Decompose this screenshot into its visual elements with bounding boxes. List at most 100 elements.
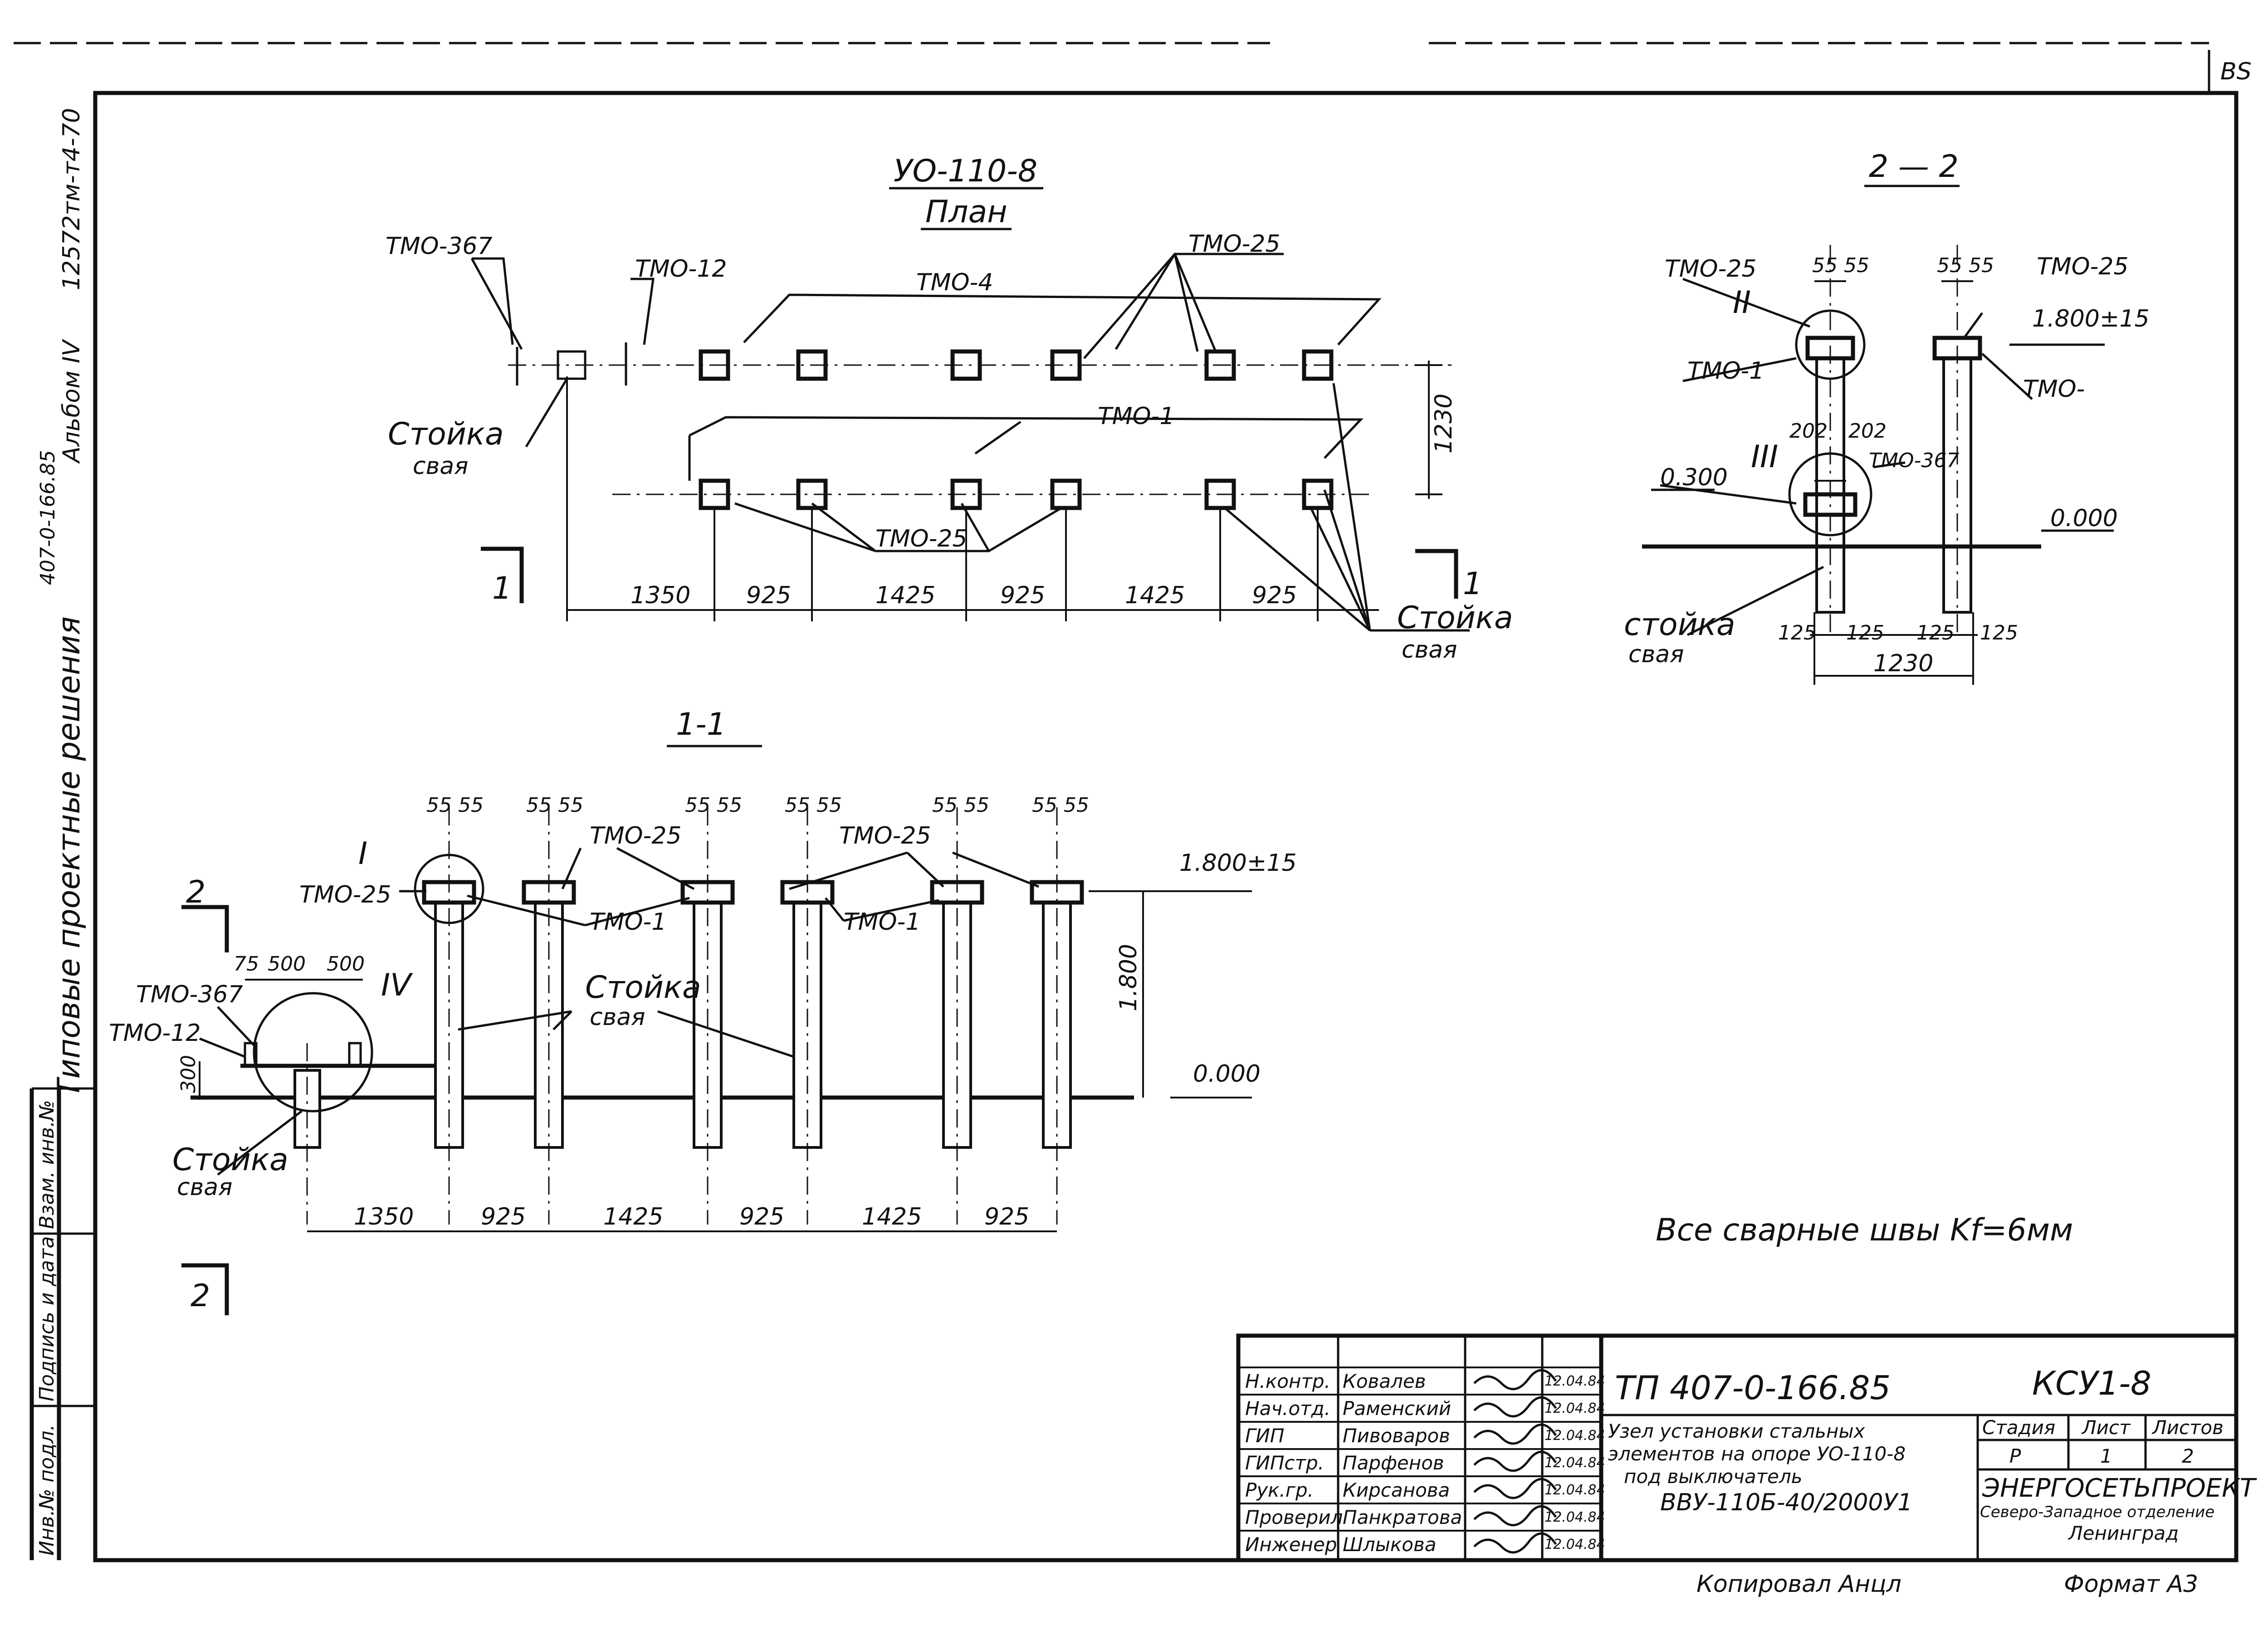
s22-dim-55a: 55 55 bbox=[1812, 254, 1869, 277]
s22-dim-1230: 1230 bbox=[1873, 650, 1933, 677]
tb-sheets-label: Листов bbox=[2151, 1416, 2224, 1439]
plan-subtitle: План bbox=[925, 194, 1007, 230]
sheet-frame: BS bbox=[14, 42, 2252, 1562]
tb-date: 12.04.84 bbox=[1545, 1482, 1605, 1498]
s22-label-tmo1-right: ТМО- bbox=[2023, 376, 2085, 403]
s11-label-tmo25-a: ТМО-25 bbox=[590, 822, 682, 849]
section-1-1: 1-1 bbox=[109, 707, 1297, 1315]
tb-role: Инженер bbox=[1245, 1533, 1337, 1556]
s11-elev-0000: 0.000 bbox=[1193, 1060, 1261, 1088]
s22-dim-125c: 125 bbox=[1916, 621, 1955, 644]
album-number: Альбом IV bbox=[58, 339, 85, 464]
s22-label-tmo1-left: ТМО-1 bbox=[1687, 357, 1764, 385]
tb-name: Ковалев bbox=[1343, 1370, 1426, 1392]
s22-label-tmo25-right: ТМО-25 bbox=[2037, 253, 2129, 280]
s22-elev-0000: 0.000 bbox=[2050, 505, 2118, 532]
s11-dim-55: 55 55 bbox=[426, 794, 484, 817]
s11-dim: 925 bbox=[481, 1203, 526, 1230]
s11-dim-75: 75 bbox=[234, 952, 259, 976]
s11-height-1800: 1.800 bbox=[1115, 944, 1142, 1011]
s11-elev-top: 1.800±15 bbox=[1179, 849, 1297, 877]
s11-label-svaya-mid: свая bbox=[590, 1004, 645, 1031]
s11-label-tmo25-b: ТМО-25 bbox=[839, 822, 931, 849]
s22-dim-125b: 125 bbox=[1846, 621, 1884, 644]
plan-dim-1230: 1230 bbox=[1430, 394, 1457, 454]
s11-label-tmo25-c: ТМО-25 bbox=[299, 881, 391, 908]
series-title: Типовые проектные решения bbox=[51, 616, 87, 1098]
tb-name: Шлыкова bbox=[1343, 1533, 1436, 1556]
plan-label-tmo1: ТМО-1 bbox=[1098, 403, 1174, 430]
s22-label-tmo25-left: ТМО-25 bbox=[1665, 255, 1757, 283]
tb-name: Парфенов bbox=[1343, 1452, 1444, 1474]
plan-dim: 1425 bbox=[875, 582, 935, 609]
tb-date: 12.04.84 bbox=[1545, 1401, 1605, 1416]
plan-label-tmo25-bottom: ТМО-25 bbox=[875, 525, 968, 552]
s22-mark-III: III bbox=[1751, 439, 1778, 475]
plan-view: УО-110-8 План bbox=[386, 153, 1513, 664]
tb-name: Раменский bbox=[1343, 1397, 1451, 1420]
s22-dim-202b: 202 bbox=[1848, 420, 1887, 443]
plan-label-tmo4: ТМО-4 bbox=[916, 269, 993, 296]
s11-dimension-chain: 1350 925 1425 925 1425 925 bbox=[354, 1203, 1029, 1230]
s11-dim: 1425 bbox=[603, 1203, 663, 1230]
title-block-roles: Н.контр. Нач.отд. ГИП ГИПстр. Рук.гр. Пр… bbox=[1245, 1370, 1343, 1556]
s11-label-svaya-left: свая bbox=[177, 1174, 232, 1201]
s11-dim-55: 55 55 bbox=[685, 794, 742, 817]
s11-dim-300: 300 bbox=[177, 1055, 200, 1093]
s11-label-stoyka-left: Стойка bbox=[172, 1142, 288, 1178]
s11-dim-55: 55 55 bbox=[785, 794, 842, 817]
tb-role: ГИП bbox=[1245, 1425, 1284, 1447]
s11-mark-I: I bbox=[358, 836, 367, 872]
sheet-format: Формат А3 bbox=[2064, 1571, 2198, 1598]
s11-dim-55: 55 55 bbox=[932, 794, 989, 817]
s11-dim: 925 bbox=[984, 1203, 1029, 1230]
tb-stage: Р bbox=[2009, 1445, 2021, 1467]
plan-dim: 1425 bbox=[1125, 582, 1185, 609]
s11-label-tmo1-b: ТМО-1 bbox=[844, 908, 920, 936]
section22-title: 2 — 2 bbox=[1869, 149, 1959, 185]
tb-role: Н.контр. bbox=[1245, 1370, 1330, 1392]
weld-note: Все сварные швы Kf=6мм bbox=[1656, 1212, 2073, 1248]
plan-dimension-chain: 1350 925 1425 925 1425 925 bbox=[631, 582, 1297, 609]
tb-desc-line: ВВУ-110Б-40/2000У1 bbox=[1660, 1489, 1912, 1516]
copied-by: Копировал Анцл bbox=[1696, 1571, 1901, 1598]
series-code: 12572тм-т4-70 bbox=[58, 108, 85, 290]
section11-title: 1-1 bbox=[676, 707, 726, 742]
s22-dim-202a: 202 bbox=[1789, 420, 1828, 443]
s11-dim-500b: 500 bbox=[327, 952, 365, 976]
s11-label-tmo12: ТМО-12 bbox=[109, 1020, 201, 1047]
title-block: Н.контр. Нач.отд. ГИП ГИПстр. Рук.гр. Пр… bbox=[1236, 1333, 2257, 1562]
plan-title: УО-110-8 bbox=[894, 153, 1037, 189]
s11-dim-500a: 500 bbox=[268, 952, 306, 976]
plan-dim: 1350 bbox=[631, 582, 690, 609]
s11-dim: 925 bbox=[739, 1203, 784, 1230]
tb-name: Панкратова bbox=[1343, 1506, 1462, 1528]
s11-label-stoyka-mid: Стойка bbox=[585, 970, 701, 1005]
tb-sheet-label: Лист bbox=[2081, 1416, 2131, 1439]
plan-label-svaya: свая bbox=[413, 453, 468, 480]
plan-plates-top bbox=[699, 349, 1334, 381]
tb-date: 12.04.84 bbox=[1545, 1428, 1605, 1444]
tb-sheet-code: КСУ1-8 bbox=[2032, 1364, 2151, 1402]
tb-desc-line: Узел установки стальных bbox=[1608, 1420, 1866, 1442]
stamp-replace-inv: Взам. инв.№ bbox=[35, 1100, 59, 1229]
plan-label-stoyka-right: Стойка bbox=[1397, 600, 1513, 636]
doc-number-margin: 407-0-166.85 bbox=[36, 450, 59, 585]
tb-org: ЭНЕРГОСЕТЬПРОЕКТ bbox=[1982, 1474, 2257, 1503]
tb-doc-number: ТП 407-0-166.85 bbox=[1615, 1369, 1891, 1407]
tb-date: 12.04.84 bbox=[1545, 1537, 1605, 1552]
plan-dim: 925 bbox=[746, 582, 791, 609]
s11-section-mark-bottom: 2 bbox=[191, 1278, 210, 1314]
tb-role: Нач.отд. bbox=[1245, 1397, 1330, 1420]
plan-section-mark-left: 1 bbox=[492, 571, 512, 606]
plan-label-svaya-right: свая bbox=[1402, 636, 1457, 664]
s11-mark-IV: IV bbox=[381, 967, 413, 1003]
s11-label-tmo1-a: ТМО-1 bbox=[590, 908, 666, 936]
tb-org-city: Ленинград bbox=[2068, 1522, 2179, 1544]
tb-role: Проверил bbox=[1245, 1506, 1343, 1528]
tb-sheet: 1 bbox=[2100, 1445, 2112, 1467]
plan-label-tmo367: ТМО-367 bbox=[386, 233, 493, 260]
s22-dim-55b: 55 55 bbox=[1937, 254, 1994, 277]
s22-elev-0300: 0.300 bbox=[1660, 464, 1728, 491]
s11-dim-55: 55 55 bbox=[526, 794, 583, 817]
